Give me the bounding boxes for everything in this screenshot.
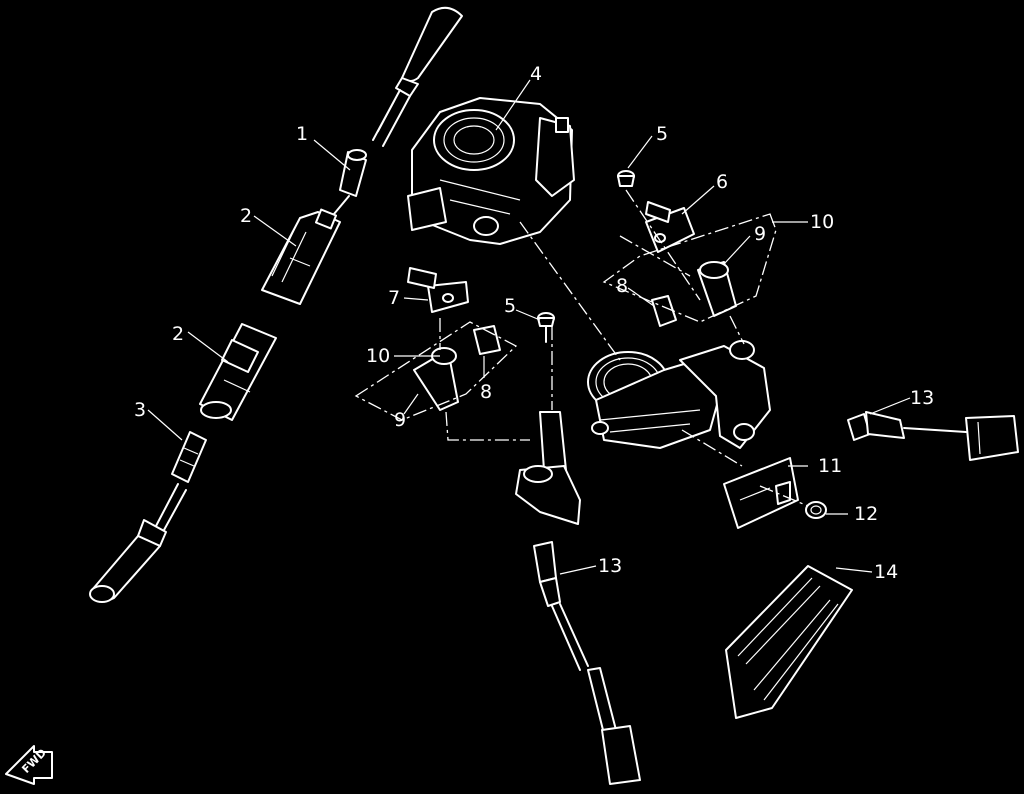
ignition-lead-assembly xyxy=(89,6,463,603)
callout-2-lower: 2 xyxy=(172,323,184,345)
part-1-cap xyxy=(333,149,367,215)
part-4-throttle-body xyxy=(407,97,575,245)
callout-8-right: 8 xyxy=(616,275,628,297)
part-13-o2-sensor-lower xyxy=(533,541,641,785)
callout-12: 12 xyxy=(854,503,878,525)
intake-manifold xyxy=(515,340,771,525)
callout-8-left: 8 xyxy=(480,381,492,403)
callout-2-upper: 2 xyxy=(240,205,252,227)
part-3-sleeve xyxy=(155,431,207,531)
part-8-clip-left xyxy=(473,325,501,355)
part-13-o2-sensor-right xyxy=(847,411,1019,461)
callout-10-right: 10 xyxy=(810,211,834,233)
leader-lines xyxy=(147,79,911,575)
callout-10-left: 10 xyxy=(366,345,390,367)
part-2-connector-upper xyxy=(261,208,341,305)
callout-3: 3 xyxy=(134,399,146,421)
upper-plug-boot xyxy=(372,6,463,147)
part-8-clip-right xyxy=(651,295,677,327)
part-14-ecu xyxy=(725,565,853,719)
callout-labels: 1 2 2 3 4 5 5 6 7 8 8 9 9 10 10 11 12 13… xyxy=(134,63,934,583)
callout-14: 14 xyxy=(874,561,898,583)
callout-1: 1 xyxy=(296,123,308,145)
part-6-sensor xyxy=(645,201,695,253)
forward-direction-arrow: FWD xyxy=(5,745,53,785)
callout-9-left: 9 xyxy=(394,409,406,431)
part-12-nut xyxy=(805,501,827,519)
part-9-injector-left xyxy=(413,347,459,411)
callout-13-lower: 13 xyxy=(598,555,622,577)
part-7-sensor xyxy=(407,267,469,313)
assembly-dashed-lines xyxy=(354,189,809,507)
callout-11: 11 xyxy=(818,455,842,477)
callout-13-right: 13 xyxy=(910,387,934,409)
callout-6: 6 xyxy=(716,171,728,193)
part-11-sensor-module xyxy=(723,457,799,529)
callout-4: 4 xyxy=(530,63,542,85)
callout-9-right: 9 xyxy=(754,223,766,245)
callout-7: 7 xyxy=(388,287,400,309)
lower-plug-boot xyxy=(89,519,167,603)
part-2-ignition-coil xyxy=(199,323,277,421)
part-9-injector-right xyxy=(697,261,737,317)
callout-5-upper: 5 xyxy=(656,123,668,145)
callout-5-centre: 5 xyxy=(504,295,516,317)
part-5-bolt-upper xyxy=(617,170,635,187)
